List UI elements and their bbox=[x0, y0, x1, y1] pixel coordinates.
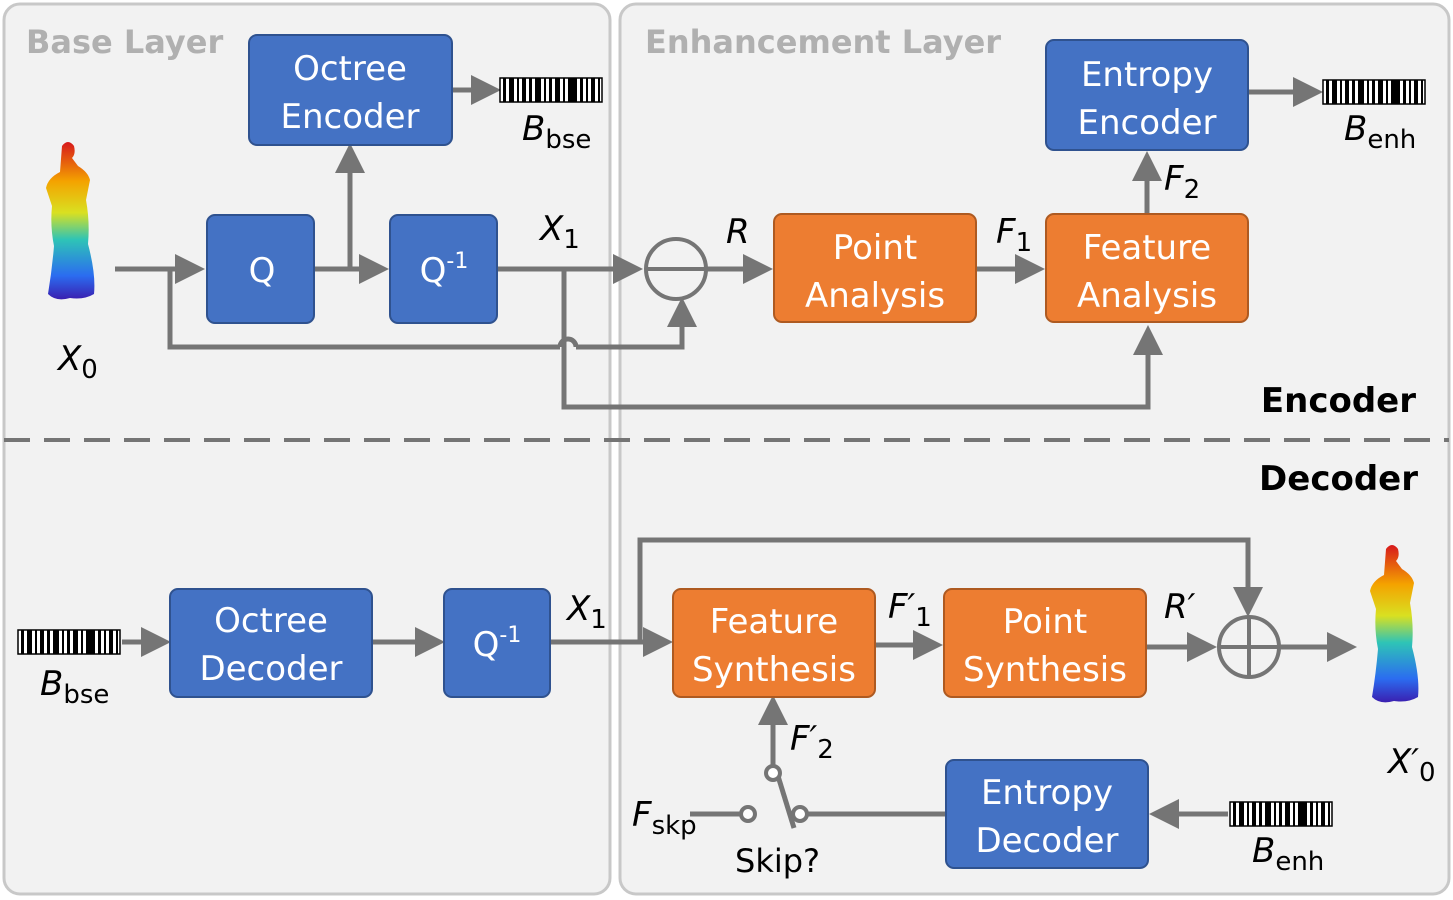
label-b-enh-decoder: Benh bbox=[1252, 831, 1324, 877]
label-x0: X0 bbox=[56, 339, 98, 385]
label-b-bse-encoder: Bbse bbox=[522, 109, 591, 155]
entropy-encoder-line2: Encoder bbox=[1077, 103, 1216, 143]
label-skip: Skip? bbox=[735, 842, 820, 880]
point-analysis-box: Point Analysis bbox=[773, 213, 977, 323]
encoder-wires bbox=[115, 75, 1323, 410]
skip-switch bbox=[739, 764, 809, 823]
quantizer-box: Q bbox=[206, 214, 315, 324]
label-f2-prime: F′2 bbox=[790, 719, 834, 765]
feature-analysis-line2: Analysis bbox=[1077, 276, 1217, 316]
bitstream-enh-decoder-icon bbox=[1229, 801, 1333, 827]
entropy-decoder-line1: Entropy bbox=[981, 773, 1113, 813]
label-f-skp: Fskp bbox=[632, 795, 697, 841]
entropy-decoder-box: Entropy Decoder bbox=[945, 759, 1149, 869]
octree-decoder-line2: Decoder bbox=[199, 649, 342, 689]
octree-decoder-box: Octree Decoder bbox=[169, 588, 373, 698]
label-r-prime: R′ bbox=[1164, 587, 1196, 627]
point-analysis-line2: Analysis bbox=[805, 276, 945, 316]
label-f1: F1 bbox=[996, 212, 1032, 258]
entropy-encoder-box: Entropy Encoder bbox=[1045, 39, 1249, 151]
bitstream-bse-decoder-icon bbox=[17, 629, 121, 655]
dequantizer-enc-sup: -1 bbox=[446, 249, 468, 274]
bitstream-bse-encoder-icon bbox=[499, 77, 603, 103]
quantizer-label: Q bbox=[249, 251, 276, 291]
base-layer-title: Base Layer bbox=[26, 23, 223, 61]
point-analysis-line1: Point bbox=[833, 228, 917, 268]
subtractor-node bbox=[644, 237, 708, 301]
label-b-enh-encoder: Benh bbox=[1344, 109, 1416, 155]
octree-decoder-line1: Octree bbox=[214, 601, 328, 641]
dequantizer-dec-sup: -1 bbox=[499, 623, 521, 648]
dequantizer-dec-label: Q bbox=[473, 625, 500, 665]
point-synthesis-line1: Point bbox=[1003, 602, 1087, 642]
feature-analysis-box: Feature Analysis bbox=[1045, 213, 1249, 323]
label-x1-decoder: X1 bbox=[565, 589, 607, 635]
adder-node bbox=[1217, 615, 1281, 679]
dequantizer-encoder-box: Q-1 bbox=[389, 214, 498, 324]
octree-encoder-box: Octree Encoder bbox=[248, 34, 453, 146]
bitstream-enh-encoder-icon bbox=[1322, 79, 1426, 105]
label-f1-prime: F′1 bbox=[888, 587, 932, 633]
feature-analysis-line1: Feature bbox=[1083, 228, 1211, 268]
point-synthesis-line2: Synthesis bbox=[963, 650, 1127, 690]
octree-encoder-line1: Octree bbox=[293, 49, 407, 89]
label-b-bse-decoder: Bbse bbox=[40, 664, 109, 710]
feature-synthesis-box: Feature Synthesis bbox=[672, 588, 876, 698]
svg-text:Q-1: Q-1 bbox=[420, 249, 469, 291]
decoder-wires bbox=[122, 537, 1357, 829]
feature-synthesis-line2: Synthesis bbox=[692, 650, 856, 690]
point-synthesis-box: Point Synthesis bbox=[943, 588, 1147, 698]
dequantizer-enc-label: Q bbox=[420, 251, 447, 291]
feature-synthesis-line1: Feature bbox=[710, 602, 838, 642]
entropy-decoder-line2: Decoder bbox=[975, 821, 1118, 861]
label-x1-encoder: X1 bbox=[538, 209, 580, 255]
decoder-section-label: Decoder bbox=[1259, 459, 1418, 499]
label-r: R bbox=[726, 212, 750, 252]
octree-encoder-line2: Encoder bbox=[280, 97, 419, 137]
svg-text:Q-1: Q-1 bbox=[473, 623, 522, 665]
entropy-encoder-line1: Entropy bbox=[1081, 55, 1213, 95]
label-f2: F2 bbox=[1164, 159, 1200, 205]
enhancement-layer-title: Enhancement Layer bbox=[645, 23, 1001, 61]
label-x0-prime: X′0 bbox=[1386, 742, 1436, 788]
encoder-section-label: Encoder bbox=[1261, 381, 1416, 421]
dequantizer-decoder-box: Q-1 bbox=[443, 588, 551, 698]
